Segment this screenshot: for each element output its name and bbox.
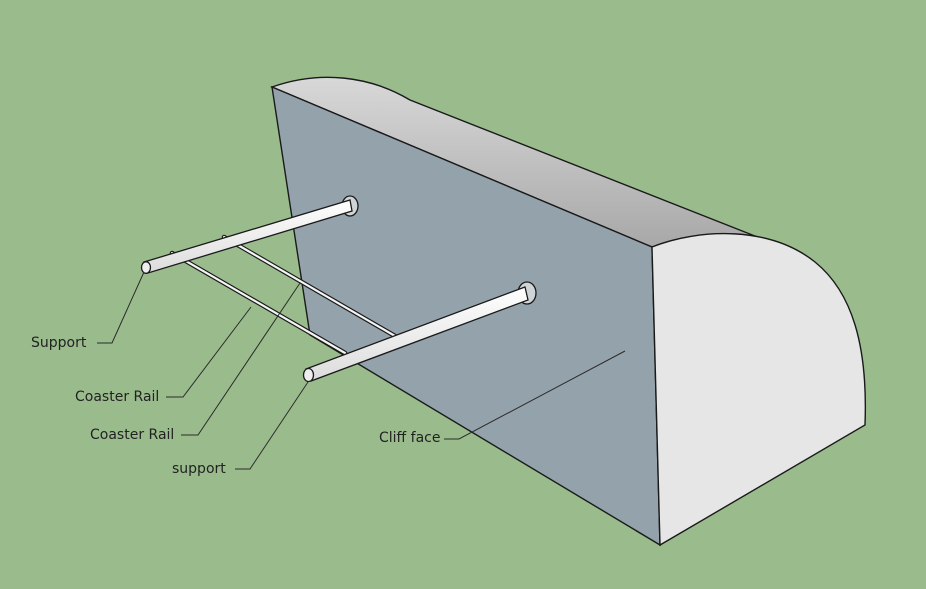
cliff-block — [270, 76, 867, 547]
support-rod-upper — [140, 195, 359, 274]
label-coaster-rail-1: Coaster Rail — [75, 389, 160, 405]
label-support-upper: Support — [31, 335, 87, 351]
label-coaster-rail-2: Coaster Rail — [90, 427, 175, 443]
leader-lines — [97, 271, 626, 470]
coaster-rails — [169, 234, 398, 356]
leader-coaster-rail-1 — [166, 306, 252, 398]
label-cliff-face: Cliff face — [379, 430, 441, 446]
cliff-side-face — [651, 232, 867, 547]
leader-cliff-face — [444, 350, 626, 440]
label-support-lower: support — [172, 461, 226, 477]
support-rod-lower — [302, 281, 537, 383]
leader-support-lower — [235, 381, 309, 470]
leader-coaster-rail-2 — [181, 282, 301, 436]
leader-support-upper — [97, 271, 145, 344]
